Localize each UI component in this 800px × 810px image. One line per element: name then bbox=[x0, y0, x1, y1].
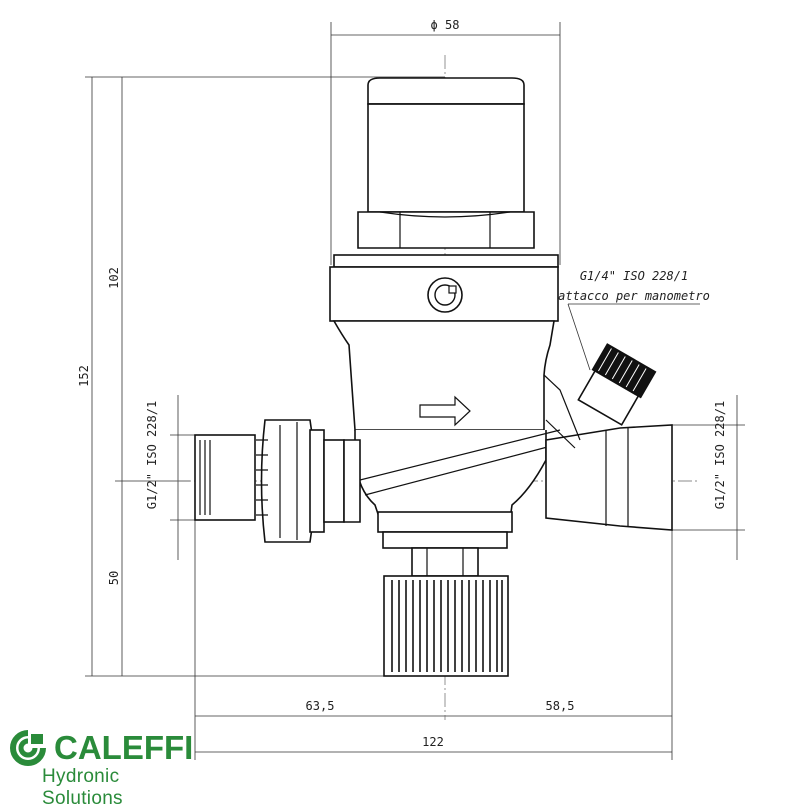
brand-tagline: Hydronic Solutions bbox=[42, 766, 123, 809]
body-logo-mark bbox=[427, 277, 463, 313]
dim-width-left: 63,5 bbox=[306, 699, 335, 713]
dim-width-right: 58,5 bbox=[546, 699, 575, 713]
dim-diameter-top: ϕ 58 bbox=[431, 18, 460, 32]
right-thread-label: G1/2" ISO 228/1 bbox=[713, 401, 727, 509]
gauge-note-label: attacco per manometro bbox=[558, 289, 710, 303]
left-thread-label: G1/2" ISO 228/1 bbox=[145, 401, 159, 509]
brand-name: CALEFFI bbox=[54, 729, 194, 766]
dim-height-total: 152 bbox=[77, 365, 91, 387]
caleffi-mark-icon bbox=[10, 730, 46, 766]
valve-body bbox=[194, 77, 673, 677]
dim-height-upper: 102 bbox=[107, 267, 121, 289]
flow-arrow-icon bbox=[419, 395, 471, 427]
dim-width-total: 122 bbox=[422, 735, 444, 749]
dim-height-lower: 50 bbox=[107, 571, 121, 585]
caleffi-logo: CALEFFI Hydronic Solutions bbox=[8, 728, 198, 809]
gauge-thread-label: G1/4" ISO 228/1 bbox=[580, 269, 688, 283]
